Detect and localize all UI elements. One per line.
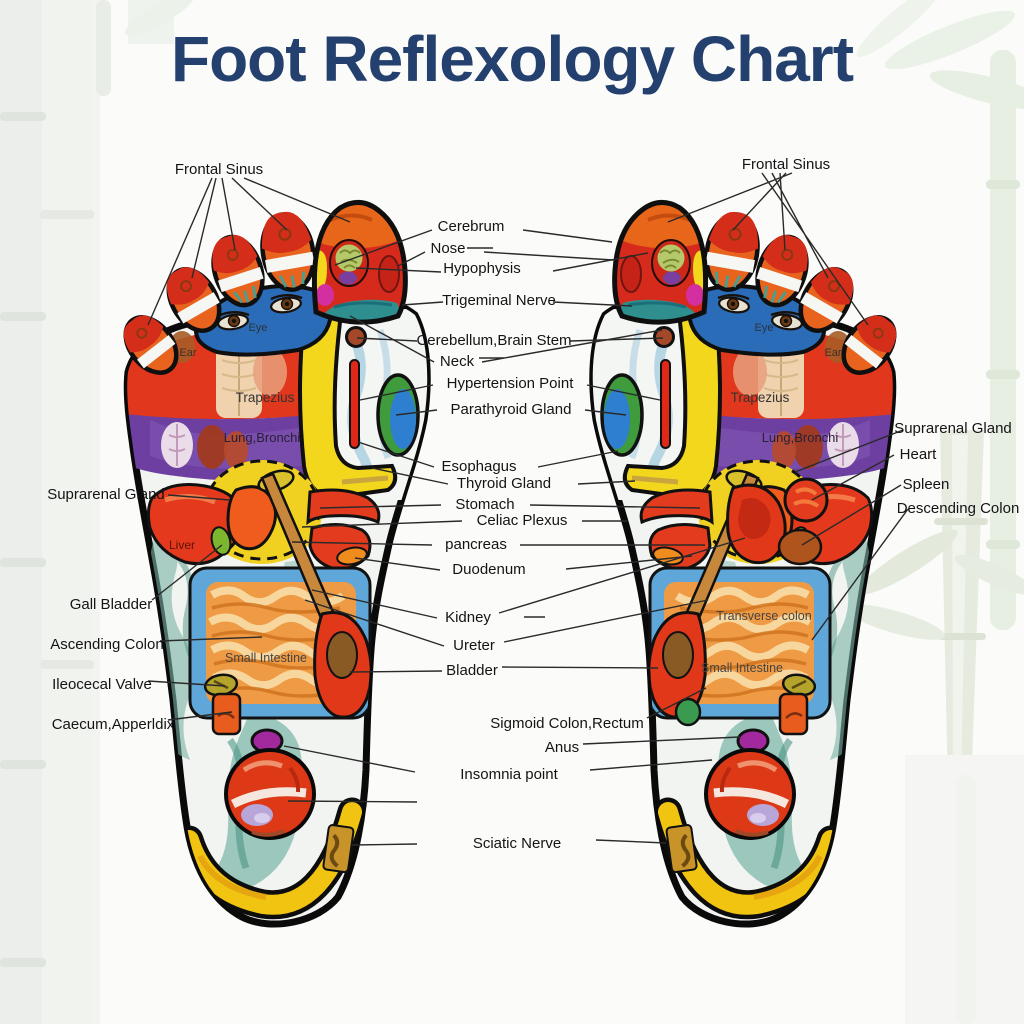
- svg-text:Cerebellum,Brain Stem: Cerebellum,Brain Stem: [416, 332, 571, 349]
- svg-text:Nose: Nose: [430, 240, 465, 257]
- svg-text:Ear: Ear: [179, 347, 196, 359]
- svg-text:Frontal Sinus: Frontal Sinus: [742, 156, 830, 173]
- svg-text:Duodenum: Duodenum: [452, 561, 525, 578]
- svg-text:Ileocecal Valve: Ileocecal Valve: [52, 676, 152, 693]
- svg-text:Eye: Eye: [249, 322, 268, 334]
- svg-text:Liver: Liver: [169, 538, 195, 552]
- svg-text:Bladder: Bladder: [446, 662, 498, 679]
- svg-text:Small Intestine: Small Intestine: [701, 661, 783, 675]
- svg-text:Heart: Heart: [900, 446, 938, 463]
- svg-text:Caecum,Apperldix: Caecum,Apperldix: [52, 716, 175, 733]
- svg-text:Celiac Plexus: Celiac Plexus: [477, 512, 568, 529]
- svg-text:Cerebrum: Cerebrum: [438, 218, 505, 235]
- svg-text:Sigmoid Colon,Rectum: Sigmoid Colon,Rectum: [490, 715, 643, 732]
- svg-text:Foot Reflexology Chart: Foot Reflexology Chart: [171, 23, 854, 95]
- svg-text:Lung,Bronchi: Lung,Bronchi: [224, 430, 301, 445]
- svg-text:Lung,Bronchi: Lung,Bronchi: [762, 430, 839, 445]
- svg-text:Esophagus: Esophagus: [441, 458, 516, 475]
- svg-text:Suprarenal Gland: Suprarenal Gland: [47, 486, 165, 503]
- svg-text:Hypertension Point: Hypertension Point: [447, 375, 575, 392]
- svg-text:Descending Colon: Descending Colon: [897, 500, 1020, 517]
- svg-text:Ear: Ear: [824, 347, 841, 359]
- svg-text:Kidney: Kidney: [445, 609, 491, 626]
- svg-text:Neck: Neck: [440, 353, 475, 370]
- svg-text:Small Intestine: Small Intestine: [225, 651, 307, 665]
- svg-text:pancreas: pancreas: [445, 536, 507, 553]
- svg-text:Spleen: Spleen: [903, 476, 950, 493]
- svg-text:Stomach: Stomach: [455, 496, 514, 513]
- svg-text:Suprarenal Gland: Suprarenal Gland: [894, 420, 1012, 437]
- svg-text:Trapezius: Trapezius: [731, 390, 790, 405]
- svg-text:Sciatic Nerve: Sciatic Nerve: [473, 835, 561, 852]
- svg-text:Insomnia point: Insomnia point: [460, 766, 558, 783]
- svg-text:Gall Bladder: Gall Bladder: [70, 596, 153, 613]
- svg-text:Parathyroid Gland: Parathyroid Gland: [451, 401, 572, 418]
- svg-text:Trapezius: Trapezius: [236, 390, 295, 405]
- svg-text:Anus: Anus: [545, 739, 579, 756]
- svg-text:Eye: Eye: [755, 322, 774, 334]
- svg-text:Hypophysis: Hypophysis: [443, 260, 521, 277]
- svg-text:Transverse colon: Transverse colon: [716, 609, 811, 623]
- svg-text:Ascending Colon: Ascending Colon: [50, 636, 163, 653]
- svg-text:Trigeminal Nerve: Trigeminal Nerve: [442, 292, 556, 309]
- svg-text:Thyroid Gland: Thyroid Gland: [457, 475, 551, 492]
- svg-text:Ureter: Ureter: [453, 637, 495, 654]
- svg-text:Frontal Sinus: Frontal Sinus: [175, 161, 263, 178]
